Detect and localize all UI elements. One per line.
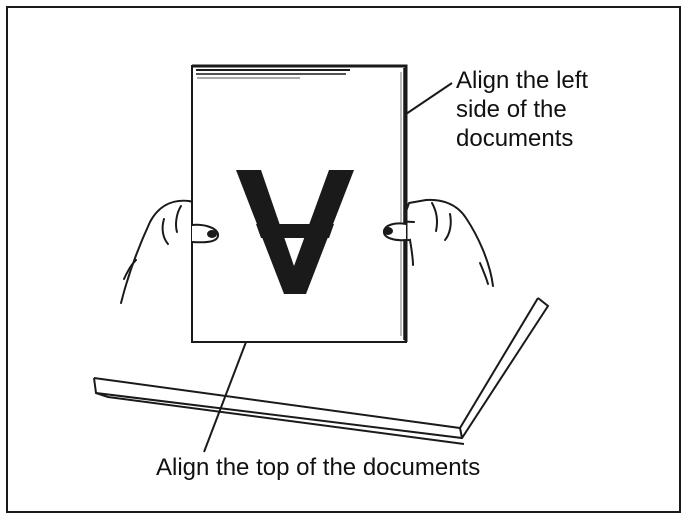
right-fingers [384,223,406,240]
callout-line-3: documents [456,124,588,153]
callout-align-left-side: Align the left side of the documents [456,66,588,153]
callout-line-2: side of the [456,95,588,124]
callout-line-1: Align the left [456,66,588,95]
inverted-letter-graphic [230,168,360,298]
callout-align-top: Align the top of the documents [156,453,480,482]
